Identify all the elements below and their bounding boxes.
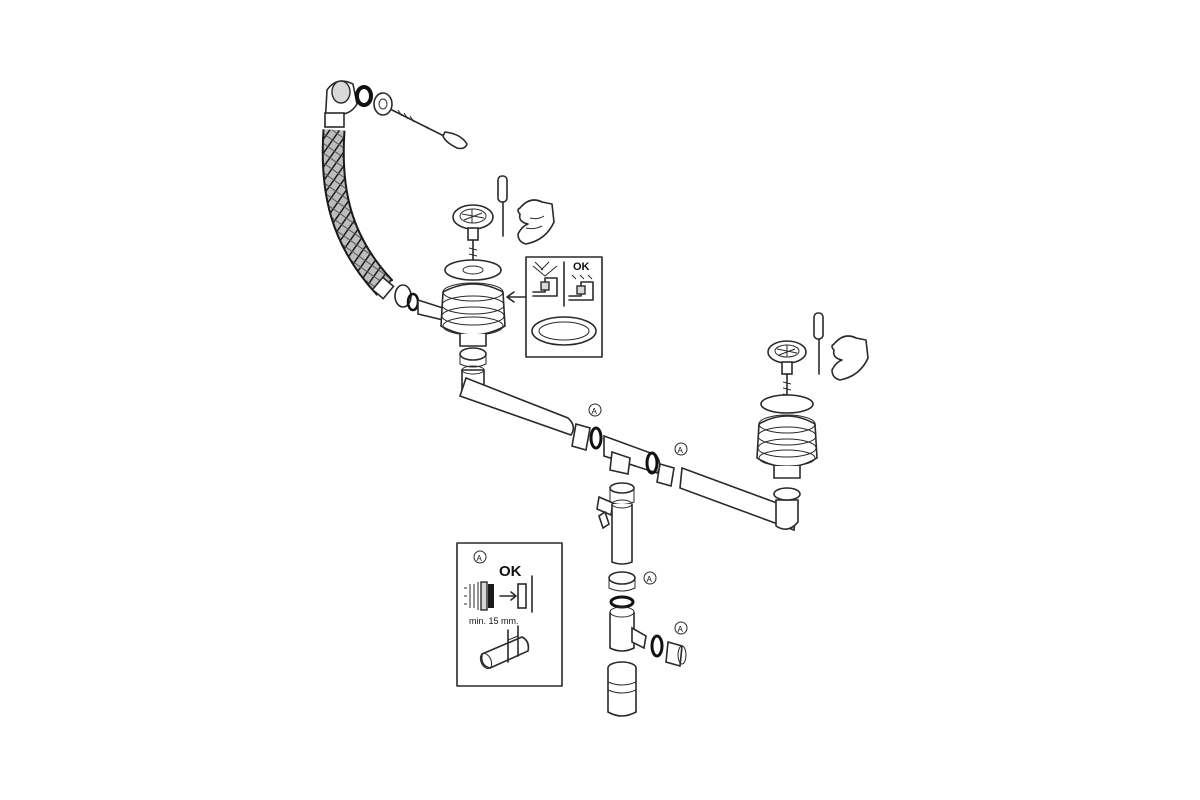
overflow-cover-plate — [373, 92, 393, 116]
wrong-seat-example — [532, 261, 558, 297]
inset-pipe-end — [517, 583, 527, 609]
callout-a-2: A — [678, 446, 684, 455]
trap-outlet-nut — [665, 640, 687, 668]
trap-outlet-seal — [650, 634, 664, 658]
flat-gasket-ring — [531, 316, 597, 346]
hose-connector-nut — [394, 284, 446, 321]
left-strainer-body — [440, 259, 506, 347]
right-strainer-basket — [767, 340, 807, 375]
standpipe-top-nut — [609, 482, 635, 505]
left-elbow-pipe — [458, 365, 575, 436]
inset-push-arrow — [499, 591, 517, 601]
right-horizontal-pipe — [679, 466, 801, 532]
inset-callout-badge: A — [473, 550, 487, 564]
overflow-elbow — [324, 80, 358, 128]
left-strainer-basket — [452, 204, 494, 241]
trap-top-seal — [609, 595, 635, 609]
screwdriver-tool — [425, 126, 468, 150]
callout-a-right-nut: A — [674, 442, 688, 456]
overflow-o-ring — [355, 85, 373, 107]
correct-seat-example: OK — [563, 261, 594, 307]
callout-a-trap-top: A — [643, 571, 657, 585]
appliance-branch-connector — [596, 495, 614, 530]
callout-a-1: A — [592, 407, 598, 416]
bottle-trap-body — [609, 606, 647, 652]
right-strainer-body — [756, 394, 818, 479]
inset-ok-text: OK — [499, 563, 522, 580]
overflow-screw — [391, 109, 429, 129]
trap-bottom-cup — [607, 661, 637, 717]
callout-a-3: A — [647, 575, 653, 584]
inset-measure-label: min. 15 mm. — [469, 616, 519, 626]
inset-callout-letter: A — [477, 554, 483, 563]
detail-pointer-arrow — [506, 291, 527, 303]
compression-nut-right — [656, 462, 675, 488]
vertical-standpipe — [611, 499, 633, 565]
callout-a-4: A — [678, 625, 684, 634]
trap-top-nut — [608, 571, 636, 592]
inset-compression-instruction: A OK min. 15 mm. — [456, 542, 563, 687]
inset-nut-section — [464, 581, 494, 611]
right-screwdriver-hand — [813, 312, 869, 381]
left-screwdriver-hand — [497, 175, 555, 245]
callout-a-left-nut: A — [588, 403, 602, 417]
callout-a-trap-outlet: A — [674, 621, 688, 635]
hose-end-ferrule — [371, 276, 395, 300]
tee-connector — [603, 434, 661, 475]
inset-pipe-measure — [479, 625, 530, 670]
left-outlet-nut — [459, 347, 487, 368]
compression-nut-left — [571, 422, 603, 452]
inset-gasket-detail: OK — [525, 256, 603, 358]
inset-ok-label: OK — [573, 261, 590, 273]
